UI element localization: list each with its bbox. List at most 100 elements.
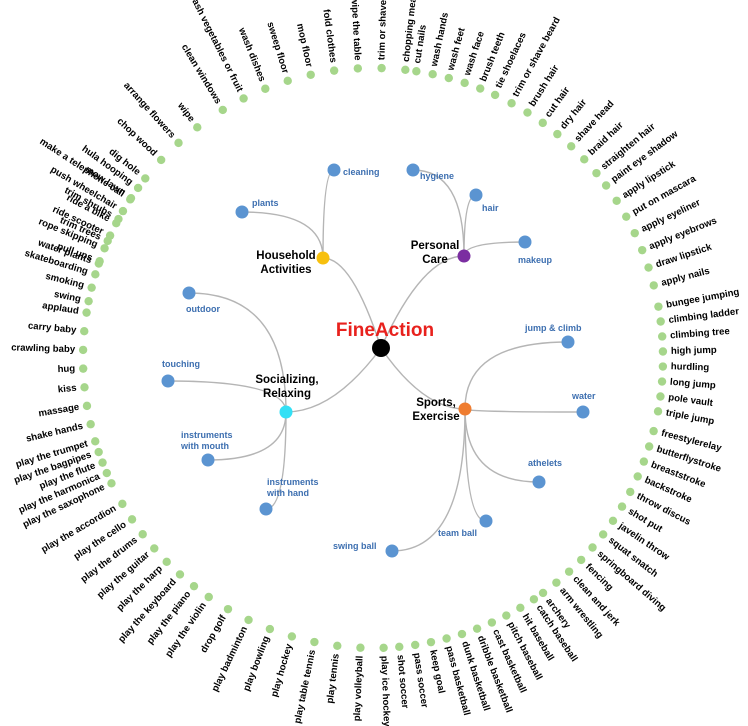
leaf-node	[612, 196, 621, 205]
root-node	[372, 339, 390, 357]
group-label: Personal	[411, 240, 460, 252]
leaf-node	[617, 502, 627, 511]
category-node	[406, 163, 420, 177]
leaf-node	[377, 63, 386, 73]
leaf-node	[353, 64, 363, 73]
leaf-label: shot soccer	[395, 654, 411, 709]
leaf-node	[156, 155, 166, 165]
leaf-node	[329, 66, 339, 75]
leaf-label: play table tennis	[292, 649, 318, 725]
category-node	[576, 405, 590, 419]
leaf-node	[91, 437, 100, 446]
leaf-node	[356, 643, 365, 652]
leaf-node	[598, 530, 608, 539]
root-edge	[380, 347, 466, 410]
root-edge	[380, 255, 465, 349]
category-label: instruments	[267, 477, 319, 487]
leaf-node	[94, 447, 103, 457]
group-label: Household	[256, 250, 315, 262]
leaf-node	[460, 78, 469, 88]
leaf-node	[580, 155, 589, 164]
leaf-dots-layer	[78, 63, 668, 653]
group-node	[457, 249, 471, 263]
group-edge	[464, 408, 584, 413]
leaf-node	[95, 256, 104, 266]
leaf-node	[633, 472, 642, 481]
leaf-label: triple jump	[665, 407, 715, 427]
leaf-node	[538, 588, 548, 598]
leaf-node	[306, 70, 315, 79]
leaf-label: carry baby	[27, 321, 77, 336]
leaf-node	[626, 487, 635, 497]
leaf-node	[218, 105, 227, 115]
group-edge	[241, 211, 324, 259]
category-label: hygiene	[420, 171, 454, 181]
leaf-node	[204, 592, 213, 602]
leaf-node	[333, 641, 342, 650]
leaf-node	[107, 479, 116, 488]
leaf-node	[86, 420, 95, 429]
leaf-node	[84, 296, 93, 306]
group-label: Care	[422, 254, 448, 266]
group-node	[279, 405, 293, 419]
leaf-node	[102, 468, 112, 478]
group-node	[316, 251, 330, 265]
leaf-node	[428, 70, 437, 79]
leaf-node	[112, 218, 121, 228]
leaf-node	[523, 108, 532, 117]
category-label: with mouth	[180, 441, 229, 451]
leaf-node	[588, 543, 597, 552]
leaf-node	[410, 640, 420, 650]
group-edge	[412, 169, 465, 257]
leaf-node	[644, 442, 654, 451]
leaf-label: mop floor	[294, 23, 314, 69]
leaf-node	[126, 195, 135, 204]
leaf-label: drop golf	[198, 613, 229, 655]
category-label: swing ball	[333, 541, 377, 551]
leaf-node	[133, 183, 143, 193]
leaf-node	[457, 629, 467, 639]
leaf-label: wipe	[174, 100, 196, 124]
leaf-node	[105, 231, 115, 240]
leaf-node	[80, 327, 89, 336]
leaf-label: play tennis	[325, 653, 342, 704]
leaf-node	[656, 317, 665, 326]
leaf-node	[622, 212, 631, 221]
category-label: team ball	[438, 528, 477, 538]
category-node	[327, 163, 341, 177]
leaf-node	[444, 73, 453, 83]
category-node	[385, 544, 399, 558]
leaf-node	[78, 364, 88, 373]
leaf-node	[644, 263, 653, 272]
leaf-node	[98, 458, 107, 467]
category-node	[259, 502, 273, 516]
leaf-label: climbing tree	[670, 326, 730, 341]
leaf-node	[576, 555, 586, 565]
category-node	[201, 453, 215, 467]
leaf-node	[487, 618, 497, 627]
group-edge	[464, 341, 569, 410]
leaf-node	[630, 228, 639, 238]
leaf-node	[658, 347, 668, 356]
leaf-label: pass soccer	[411, 652, 430, 709]
group-edge	[167, 380, 287, 413]
category-node	[235, 205, 249, 219]
category-label: jump & climb	[524, 323, 582, 333]
group-edge	[207, 411, 287, 461]
leaf-node	[516, 603, 525, 612]
leaf-node	[472, 624, 482, 633]
leaf-node	[639, 457, 649, 466]
leaf-node	[657, 332, 667, 341]
edges-layer	[167, 169, 584, 552]
group-node	[458, 402, 472, 416]
group-label: Socializing,	[255, 374, 318, 386]
leaf-node	[601, 181, 611, 190]
category-label: athelets	[528, 458, 562, 468]
leaf-node	[87, 283, 96, 292]
leaf-node	[150, 544, 159, 553]
leaf-label: climbing ladder	[668, 306, 740, 326]
leaf-node	[564, 567, 574, 576]
leaf-node	[310, 637, 319, 647]
